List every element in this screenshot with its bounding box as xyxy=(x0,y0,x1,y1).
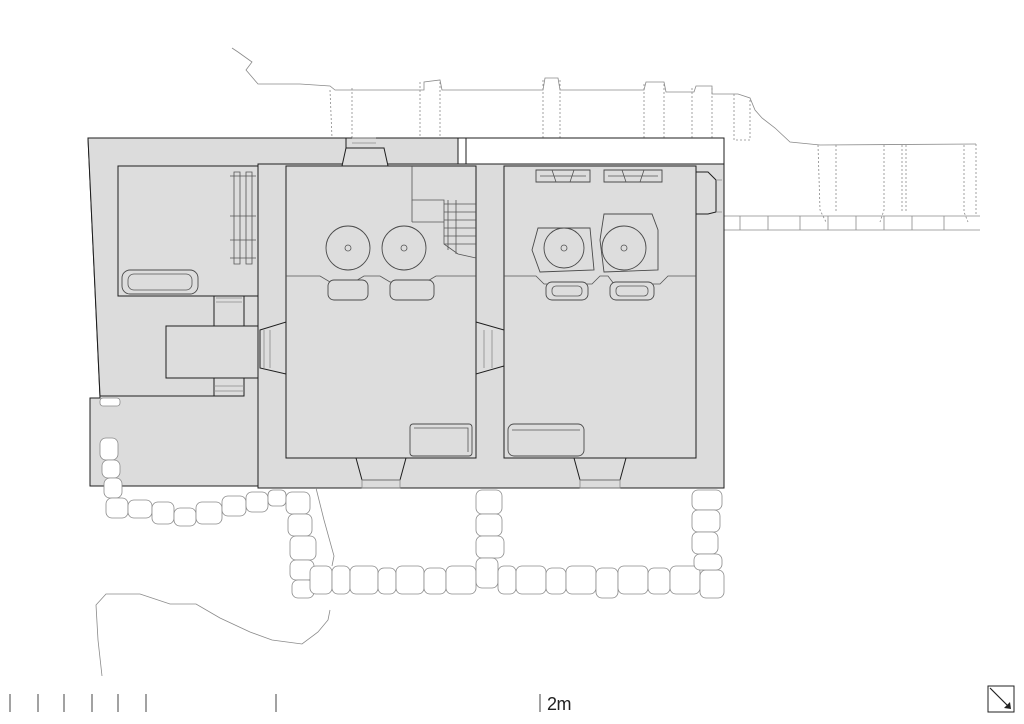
east-wall-stones xyxy=(722,215,980,231)
vat-left xyxy=(325,225,371,271)
press-top-left xyxy=(535,169,591,183)
door-central-east xyxy=(475,321,505,375)
vat-right xyxy=(381,225,427,271)
scale-label: 2m xyxy=(547,694,572,714)
door-west-central xyxy=(259,321,287,375)
trough xyxy=(121,269,199,295)
stone-wall-southwest xyxy=(99,397,287,527)
north-arrow-icon xyxy=(987,685,1015,713)
bin-east xyxy=(507,423,585,457)
door-north-central xyxy=(341,147,389,167)
stone-wall-south xyxy=(285,489,725,599)
ruin-outline-north xyxy=(231,47,977,223)
staircase xyxy=(411,166,477,259)
door-south-east xyxy=(573,457,627,481)
scale-bar xyxy=(9,694,541,712)
bin-central xyxy=(409,423,473,457)
basin-east-left xyxy=(545,281,589,301)
window-east xyxy=(695,171,717,215)
basin-left xyxy=(327,279,369,301)
wall-gap xyxy=(457,137,467,165)
vat-east-left xyxy=(531,227,595,273)
platform-line-central xyxy=(286,275,476,283)
vat-east-right xyxy=(599,213,659,273)
platform-line-east xyxy=(504,275,696,285)
door-south-central xyxy=(355,457,407,481)
terrain-contour xyxy=(95,593,331,677)
basin-east-right xyxy=(609,281,655,301)
main-house xyxy=(257,137,725,489)
path-edge xyxy=(315,487,335,567)
press-top-right xyxy=(603,169,663,183)
basin-right xyxy=(389,279,435,301)
shelving-rack xyxy=(230,171,256,265)
